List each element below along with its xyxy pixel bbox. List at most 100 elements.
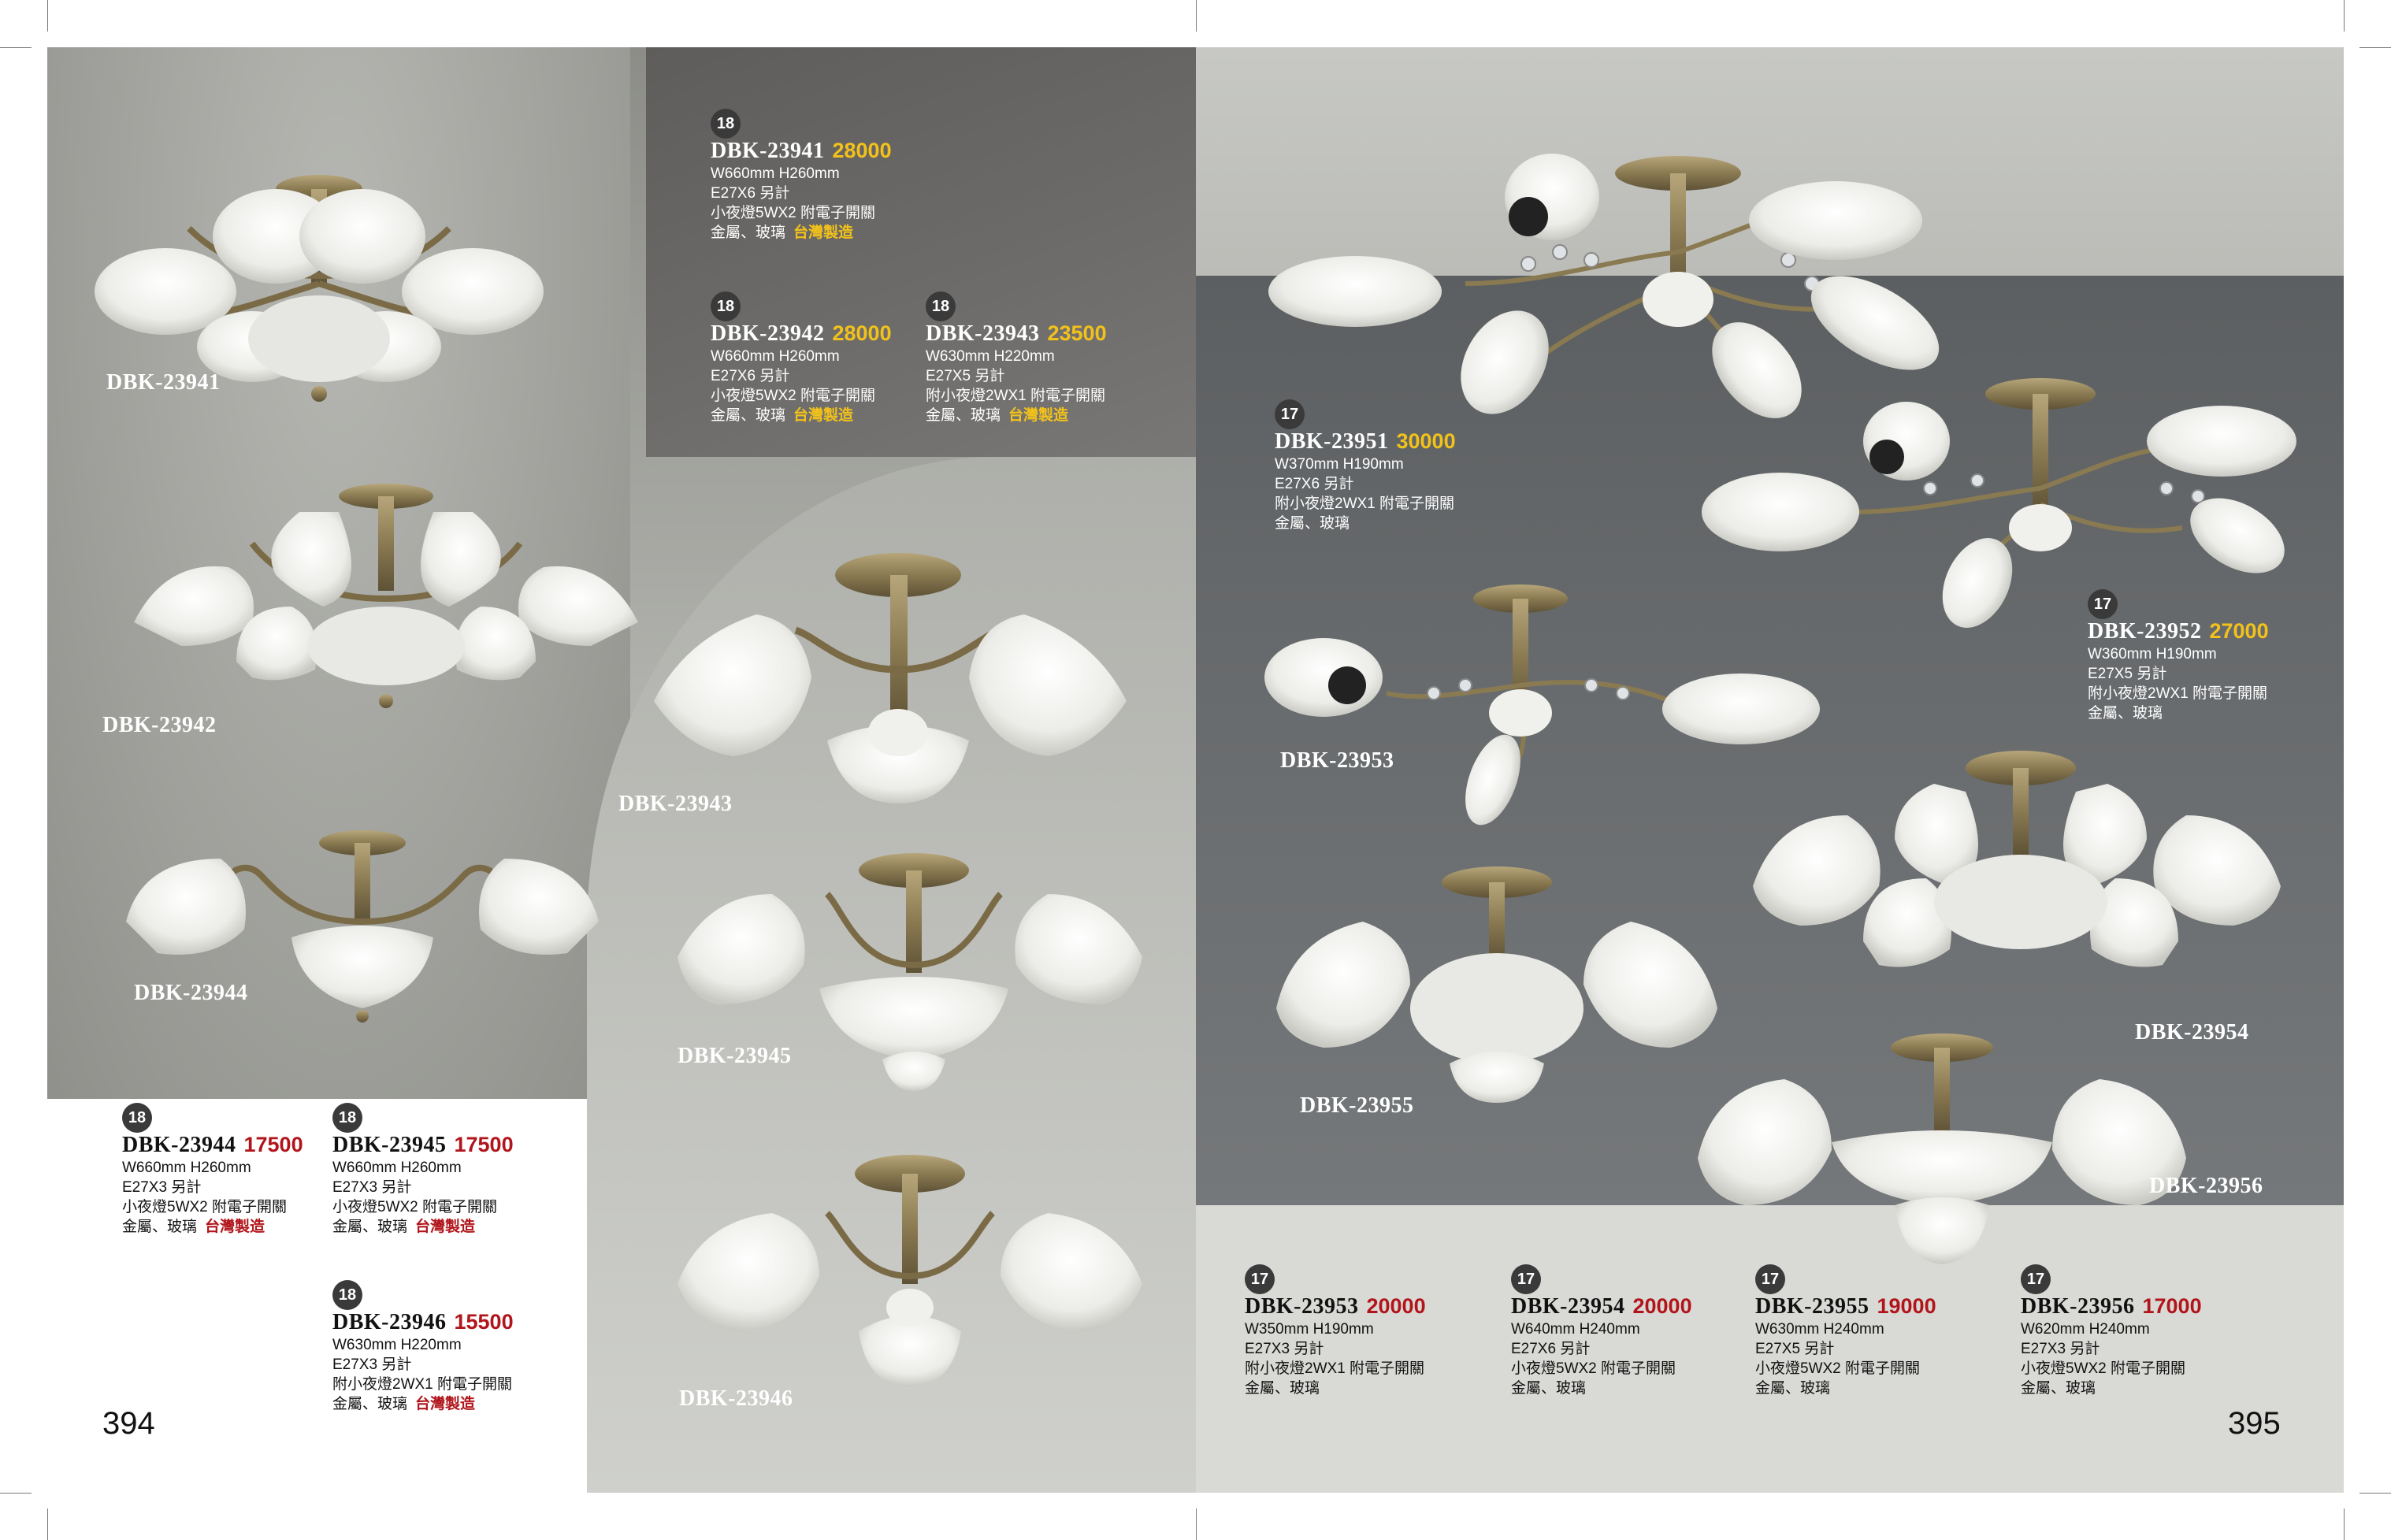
- product-material: 金屬、玻璃: [2088, 705, 2163, 722]
- left-bottom-white-area: [47, 1099, 587, 1493]
- product-code: DBK-23942: [711, 321, 825, 346]
- product-size: W640mm H240mm: [1511, 1321, 1640, 1338]
- product-bulb: E27X3 另計: [122, 1179, 202, 1196]
- catalog-badge: 18: [711, 291, 741, 321]
- product-size: W660mm H260mm: [332, 1160, 462, 1176]
- crop-mark: [0, 1493, 32, 1494]
- catalog-badge: 18: [332, 1103, 362, 1133]
- product-extra: 小夜燈5WX2 附電子開關: [332, 1199, 498, 1215]
- product-size: W630mm H220mm: [926, 348, 1055, 365]
- product-extra: 附小夜燈2WX1 附電子開關: [1275, 495, 1455, 512]
- product-code: DBK-23955: [1755, 1294, 1869, 1319]
- chandelier-23955-image: [1276, 866, 1717, 1103]
- product-bulb: E27X3 另計: [1245, 1341, 1324, 1357]
- product-code: DBK-23953: [1245, 1294, 1359, 1319]
- page-number-right: 395: [2228, 1406, 2281, 1441]
- product-price: 20000: [1632, 1294, 1692, 1318]
- chandelier-23952-image: [1702, 378, 2296, 628]
- product-bulb: E27X6 另計: [1511, 1341, 1591, 1357]
- product-label: DBK-23956: [2149, 1174, 2263, 1198]
- product-size: W350mm H190mm: [1245, 1321, 1374, 1338]
- crop-mark: [2344, 0, 2345, 32]
- product-origin: 台灣製造: [1008, 407, 1069, 424]
- product-label: DBK-23941: [106, 370, 221, 395]
- product-code: DBK-23941: [711, 139, 825, 163]
- catalog-badge: 17: [1755, 1264, 1785, 1294]
- catalog-badge: 17: [2088, 589, 2118, 619]
- product-price: 17500: [243, 1133, 303, 1156]
- product-origin: 台灣製造: [415, 1396, 476, 1412]
- crop-mark: [1196, 1508, 1197, 1540]
- catalog-badge: 18: [926, 291, 956, 321]
- product-extra: 小夜燈5WX2 附電子開關: [1755, 1360, 1921, 1377]
- chandelier-23944-image: [126, 830, 599, 1022]
- product-origin: 台灣製造: [205, 1219, 265, 1235]
- product-extra: 附小夜燈2WX1 附電子開關: [1245, 1360, 1425, 1377]
- product-price: 19000: [1877, 1294, 1936, 1318]
- product-origin: 台灣製造: [415, 1219, 476, 1235]
- chandelier-23951-image: [1268, 154, 1940, 418]
- product-code: DBK-23954: [1511, 1294, 1625, 1319]
- product-size: W360mm H190mm: [2088, 646, 2217, 662]
- product-code: DBK-23946: [332, 1310, 447, 1334]
- product-size: W660mm H260mm: [711, 165, 840, 182]
- chandelier-23956-image: [1698, 1033, 2186, 1264]
- product-label: DBK-23942: [102, 713, 217, 737]
- chandelier-23953-image: [1264, 584, 1820, 826]
- product-extra: 附小夜燈2WX1 附電子開關: [926, 388, 1106, 404]
- catalog-badge: 17: [1245, 1264, 1275, 1294]
- chandelier-23941-image: [95, 175, 544, 402]
- chandelier-23946-image: [678, 1155, 1142, 1386]
- product-label: DBK-23944: [134, 981, 248, 1005]
- chandelier-23942-image: [134, 484, 638, 708]
- product-material: 金屬、玻璃: [2021, 1380, 2096, 1397]
- product-origin: 台灣製造: [793, 225, 854, 241]
- product-bulb: E27X6 另計: [1275, 476, 1354, 492]
- product-size: W630mm H220mm: [332, 1337, 462, 1353]
- catalog-badge: 17: [1275, 399, 1305, 429]
- product-size: W620mm H240mm: [2021, 1321, 2150, 1338]
- page-number-left: 394: [102, 1406, 155, 1441]
- product-code: DBK-23951: [1275, 429, 1389, 454]
- catalog-badge: 18: [711, 109, 741, 139]
- product-material: 金屬、玻璃: [711, 407, 786, 424]
- product-bulb: E27X5 另計: [2088, 666, 2167, 682]
- product-material: 金屬、玻璃: [1245, 1380, 1320, 1397]
- product-material: 金屬、玻璃: [1755, 1380, 1831, 1397]
- chandelier-23943-image: [654, 553, 1127, 803]
- crop-mark: [1196, 0, 1197, 32]
- product-label: DBK-23943: [618, 792, 733, 816]
- chandelier-23954-image: [1753, 751, 2281, 967]
- product-material: 金屬、玻璃: [711, 225, 786, 241]
- product-code: DBK-23944: [122, 1133, 236, 1157]
- catalog-badge: 17: [1511, 1264, 1541, 1294]
- product-price: 17500: [454, 1133, 514, 1156]
- product-bulb: E27X5 另計: [1755, 1341, 1835, 1357]
- chandelier-23945-image: [678, 853, 1142, 1091]
- product-code: DBK-23943: [926, 321, 1040, 346]
- product-code: DBK-23956: [2021, 1294, 2135, 1319]
- product-price: 30000: [1396, 429, 1456, 453]
- product-material: 金屬、玻璃: [332, 1396, 408, 1412]
- crop-mark: [2344, 1508, 2345, 1540]
- product-extra: 附小夜燈2WX1 附電子開關: [332, 1376, 513, 1393]
- product-label: DBK-23946: [679, 1386, 793, 1411]
- product-extra: 小夜燈5WX2 附電子開關: [711, 205, 876, 221]
- product-label: DBK-23945: [678, 1044, 792, 1068]
- crop-mark: [0, 47, 32, 48]
- product-size: W630mm H240mm: [1755, 1321, 1884, 1338]
- product-origin: 台灣製造: [793, 407, 854, 424]
- catalog-badge: 18: [122, 1103, 152, 1133]
- product-material: 金屬、玻璃: [1275, 515, 1350, 532]
- product-price: 27000: [2209, 619, 2269, 643]
- product-price: 28000: [832, 321, 892, 345]
- product-price: 15500: [454, 1310, 514, 1334]
